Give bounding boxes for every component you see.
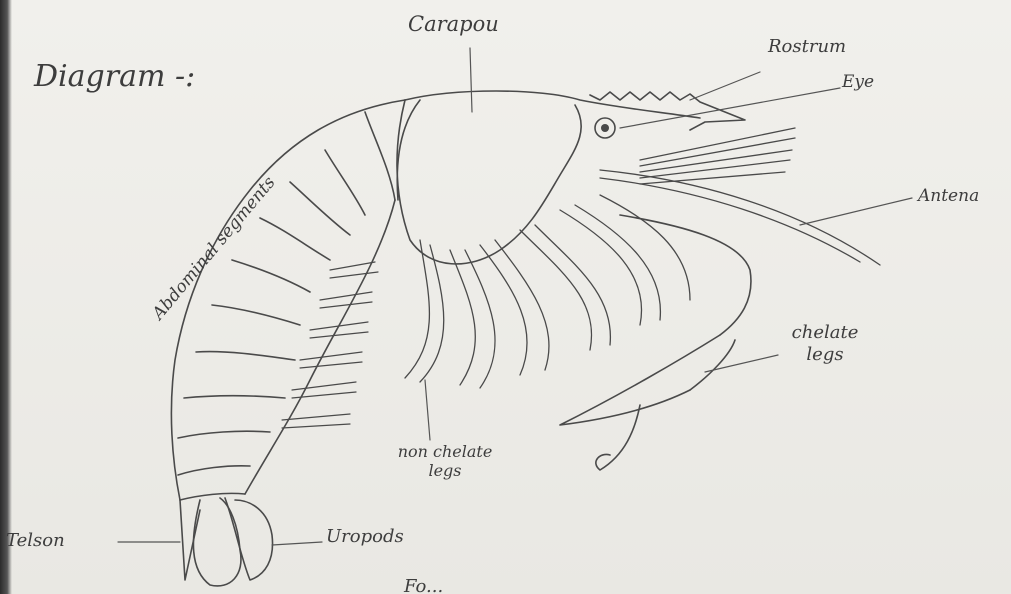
rostrum-spines: [590, 92, 745, 130]
antenna-label: Antena: [918, 188, 979, 205]
abdominal-segments: [178, 112, 395, 500]
chelate-leg: [560, 215, 751, 470]
carapace-label: Carapou: [408, 14, 499, 35]
bottom-text: Fo...: [404, 578, 443, 594]
eye-label: Eye: [842, 74, 874, 91]
chelate-pointer: [705, 355, 778, 372]
non-chelate-legs-label: non chelate legs: [380, 442, 510, 480]
telson-label: Telson: [6, 532, 65, 550]
antennae: [600, 128, 880, 265]
diagram-heading: Diagram -:: [34, 62, 195, 92]
walking-legs: [405, 195, 690, 388]
carapace-shape: [397, 100, 581, 264]
dorsal-outline: [405, 91, 700, 118]
uropods-pointer: [272, 542, 322, 545]
rostrum-label: Rostrum: [768, 38, 846, 56]
tail-fan: [180, 498, 273, 586]
rostrum-pointer: [690, 72, 760, 100]
chelate-legs-label: chelate legs: [780, 322, 870, 365]
uropods-label: Uropods: [326, 528, 404, 546]
nonchelate-pointer: [425, 380, 430, 440]
carapace-pointer: [470, 48, 472, 112]
abdomen-dorsal-curve: [171, 100, 405, 500]
antenna-pointer: [800, 198, 912, 225]
swimmerets: [282, 262, 378, 428]
carapace-front: [397, 100, 420, 200]
